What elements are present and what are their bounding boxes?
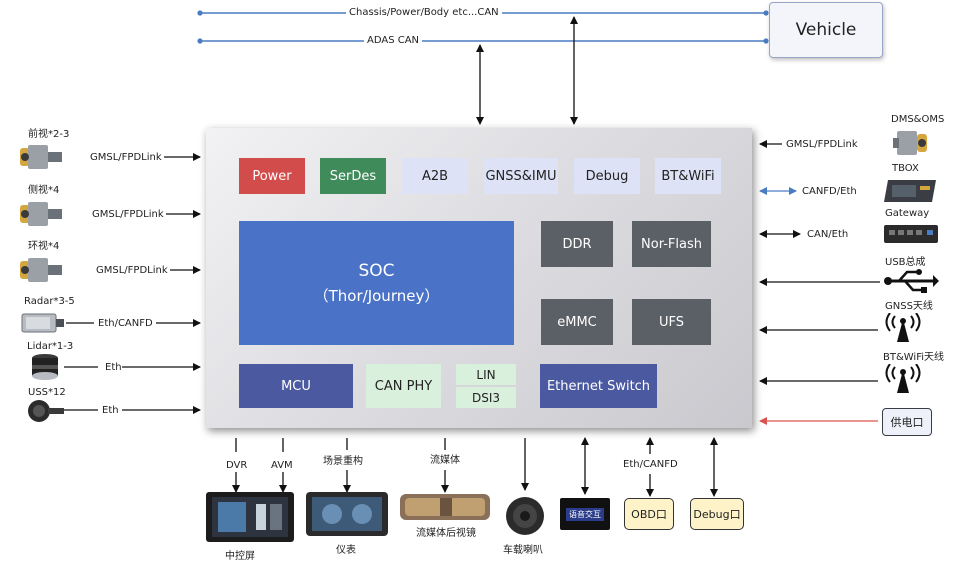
emmc-module: eMMC [541, 299, 613, 345]
power-port-box: 供电口 [882, 408, 932, 436]
tbox-icon [882, 176, 940, 210]
gnss-antenna-icon [884, 312, 922, 347]
vehicle-box: Vehicle [769, 2, 883, 58]
soc-subtitle: （Thor/Journey） [313, 286, 440, 305]
bt-wifi-antenna-icon [884, 363, 922, 398]
uss-icon [26, 398, 68, 428]
usb-label: USB总成 [885, 257, 926, 268]
cluster-label: 仪表 [336, 545, 356, 556]
side-camera-label: 侧视*4 [28, 185, 60, 196]
radar-link: Eth/CANFD [98, 318, 153, 329]
dvr-label: DVR [226, 460, 248, 471]
debug-module: Debug [574, 158, 640, 194]
domain-controller-board: Power SerDes A2B GNSS&IMU Debug BT&WiFi … [206, 128, 752, 428]
cluster-icon [306, 492, 388, 542]
tbox-link: CANFD/Eth [802, 186, 857, 197]
mcu-module: MCU [239, 364, 353, 408]
gnss-antenna-label: GNSS天线 [885, 301, 933, 312]
gnss-imu-module: GNSS&IMU [484, 158, 558, 194]
dsi3-module: DSI3 [456, 387, 516, 408]
uss-link: Eth [102, 405, 119, 416]
lidar-link: Eth [105, 362, 122, 373]
nor-flash-module: Nor-Flash [632, 221, 711, 267]
gateway-link: CAN/Eth [807, 229, 849, 240]
soc-module: SOC （Thor/Journey） [239, 221, 514, 345]
bt-wifi-module: BT&WiFi [655, 158, 721, 194]
dms-oms-link: GMSL/FPDLink [786, 139, 858, 150]
speaker-icon [505, 494, 545, 542]
can-phy-module: CAN PHY [366, 364, 441, 408]
voice-box: 语音交互 [560, 498, 610, 530]
eth-canfd-label: Eth/CANFD [623, 459, 678, 470]
lin-module: LIN [456, 364, 516, 385]
surround-camera-label: 环视*4 [28, 241, 60, 252]
obd-port-box: OBD口 [624, 498, 674, 530]
side-camera-icon [18, 199, 66, 233]
a2b-module: A2B [402, 158, 468, 194]
stream-label: 流媒体 [430, 455, 460, 466]
speaker-label: 车载喇叭 [503, 545, 543, 556]
center-screen-label: 中控屏 [225, 551, 255, 562]
serdes-module: SerDes [320, 158, 386, 194]
radar-icon [20, 310, 66, 340]
soc-title: SOC [358, 260, 395, 281]
gateway-label: Gateway [885, 208, 930, 219]
front-camera-icon [18, 142, 66, 176]
front-camera-link: GMSL/FPDLink [90, 152, 162, 163]
avm-label: AVM [271, 460, 293, 471]
ethernet-switch-module: Ethernet Switch [540, 364, 657, 408]
mirror-icon [400, 492, 490, 526]
chassis-can-label: Chassis/Power/Body etc...CAN [346, 7, 502, 19]
surround-camera-icon [18, 255, 66, 289]
power-module: Power [239, 158, 305, 194]
gateway-icon [883, 221, 939, 251]
side-camera-link: GMSL/FPDLink [92, 209, 164, 220]
uss-label: USS*12 [28, 387, 66, 398]
voice-label: 语音交互 [566, 507, 604, 521]
bt-wifi-antenna-label: BT&WiFi天线 [883, 352, 945, 363]
debug-port-box: Debug口 [690, 498, 744, 530]
scene-label: 场景重构 [323, 456, 363, 467]
radar-label: Radar*3-5 [24, 296, 75, 307]
lidar-icon [30, 353, 60, 385]
center-screen-icon [206, 492, 294, 548]
ddr-module: DDR [541, 221, 613, 267]
usb-icon [883, 268, 939, 298]
dms-oms-icon [893, 128, 939, 162]
adas-can-label: ADAS CAN [364, 35, 423, 47]
mirror-label: 流媒体后视镜 [416, 528, 476, 539]
lidar-label: Lidar*1-3 [27, 341, 74, 352]
dms-oms-label: DMS&OMS [891, 114, 945, 125]
ufs-module: UFS [632, 299, 711, 345]
tbox-label: TBOX [892, 163, 919, 174]
front-camera-label: 前视*2-3 [28, 129, 70, 140]
surround-camera-link: GMSL/FPDLink [96, 265, 168, 276]
